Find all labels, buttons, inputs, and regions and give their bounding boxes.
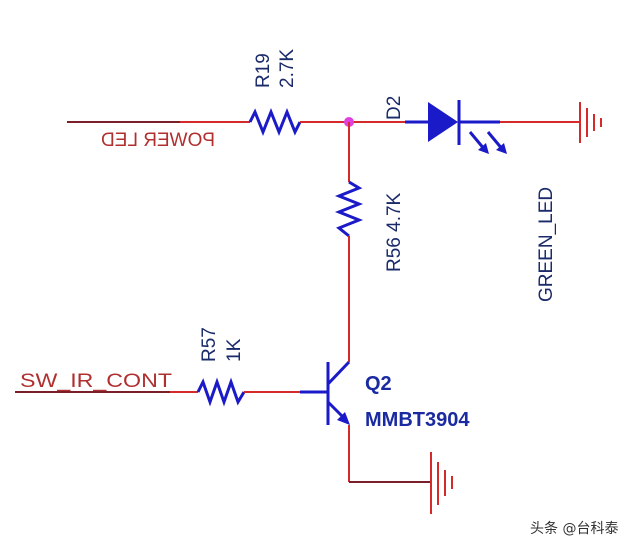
resistor-r56 bbox=[334, 180, 364, 238]
r19-ref: R19 bbox=[253, 53, 274, 88]
q2-ref: Q2 bbox=[365, 373, 392, 395]
r19-value: 2.7K bbox=[277, 49, 298, 88]
q2-part: MMBT3904 bbox=[365, 409, 470, 431]
net-label-power-led: POWER LED bbox=[101, 130, 215, 151]
r57-ref: R57 bbox=[199, 327, 220, 362]
emitter-arrow-icon bbox=[337, 412, 350, 425]
r57-value: 1K bbox=[224, 338, 245, 362]
ground-icon-led bbox=[579, 102, 602, 143]
net-label-green-led: GREEN_LED bbox=[536, 187, 557, 302]
led-emission-arrows-icon bbox=[468, 131, 507, 154]
net-label-sw-ir-cont: SW_IR_CONT bbox=[20, 371, 172, 392]
watermark: 头条 @台科泰 bbox=[530, 520, 618, 537]
ground-icon-q2 bbox=[430, 452, 453, 514]
d2-ref: D2 bbox=[384, 96, 405, 120]
resistor-r19 bbox=[248, 107, 302, 137]
led-d2-icon bbox=[428, 102, 458, 142]
transistor-collector bbox=[326, 360, 351, 386]
r56-label: R56 4.7K bbox=[384, 192, 405, 272]
resistor-r57 bbox=[196, 377, 246, 407]
